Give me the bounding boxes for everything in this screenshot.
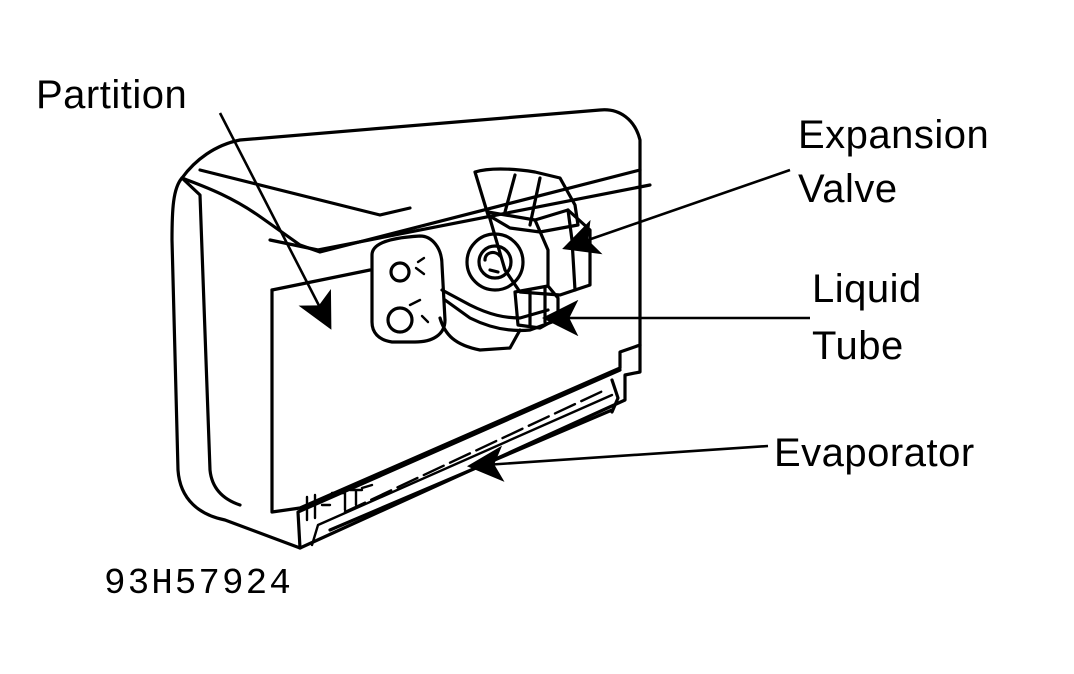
housing-outline bbox=[170, 108, 642, 550]
figure-id-label: 93H57924 bbox=[104, 563, 293, 604]
liquid-tube-shadow bbox=[438, 316, 522, 352]
expansion-valve-leader-line bbox=[562, 168, 791, 255]
partition-top-edge bbox=[270, 268, 372, 292]
flange-mark-top bbox=[414, 256, 426, 276]
partition-leader-line bbox=[218, 112, 332, 330]
partition-label: Partition bbox=[36, 73, 188, 117]
evaporator-label: Evaporator bbox=[774, 431, 975, 475]
valve-body-edge bbox=[533, 208, 577, 292]
evaporator-base-line bbox=[310, 393, 614, 547]
valve-main-body bbox=[486, 208, 592, 297]
mounting-flange bbox=[370, 234, 447, 344]
flange-hole-bottom bbox=[386, 306, 414, 334]
valve-round-fitting-inner bbox=[483, 250, 502, 274]
valve-round-fitting-outer bbox=[465, 232, 525, 292]
evaporator-dashes bbox=[343, 388, 607, 514]
evaporator-lower-face bbox=[296, 368, 622, 550]
partition-panel bbox=[270, 288, 642, 514]
expansion-valve-label-line1: Expansion bbox=[798, 113, 990, 157]
lid-top-ridge bbox=[198, 168, 412, 217]
flange-mark-bottom bbox=[408, 298, 430, 324]
flange-hole-top bbox=[389, 261, 411, 283]
liquid-tube-lower bbox=[443, 298, 554, 333]
expansion-valve-label-line2: Valve bbox=[798, 167, 898, 211]
evaporator-right-end bbox=[610, 378, 620, 414]
liquid-tube-upper bbox=[440, 288, 550, 320]
evaporator-leader-line bbox=[466, 444, 769, 482]
liquid-tube-label-line1: Liquid bbox=[812, 267, 922, 311]
housing-left-bevel bbox=[180, 176, 242, 507]
evaporator-trim-line bbox=[328, 408, 614, 532]
valve-round-fitting-mid bbox=[477, 244, 513, 280]
grille-marks bbox=[305, 483, 374, 522]
valve-upper-rib bbox=[503, 173, 542, 227]
liquid-tube-label-line2: Tube bbox=[812, 324, 904, 368]
valve-upper-block bbox=[473, 167, 580, 234]
